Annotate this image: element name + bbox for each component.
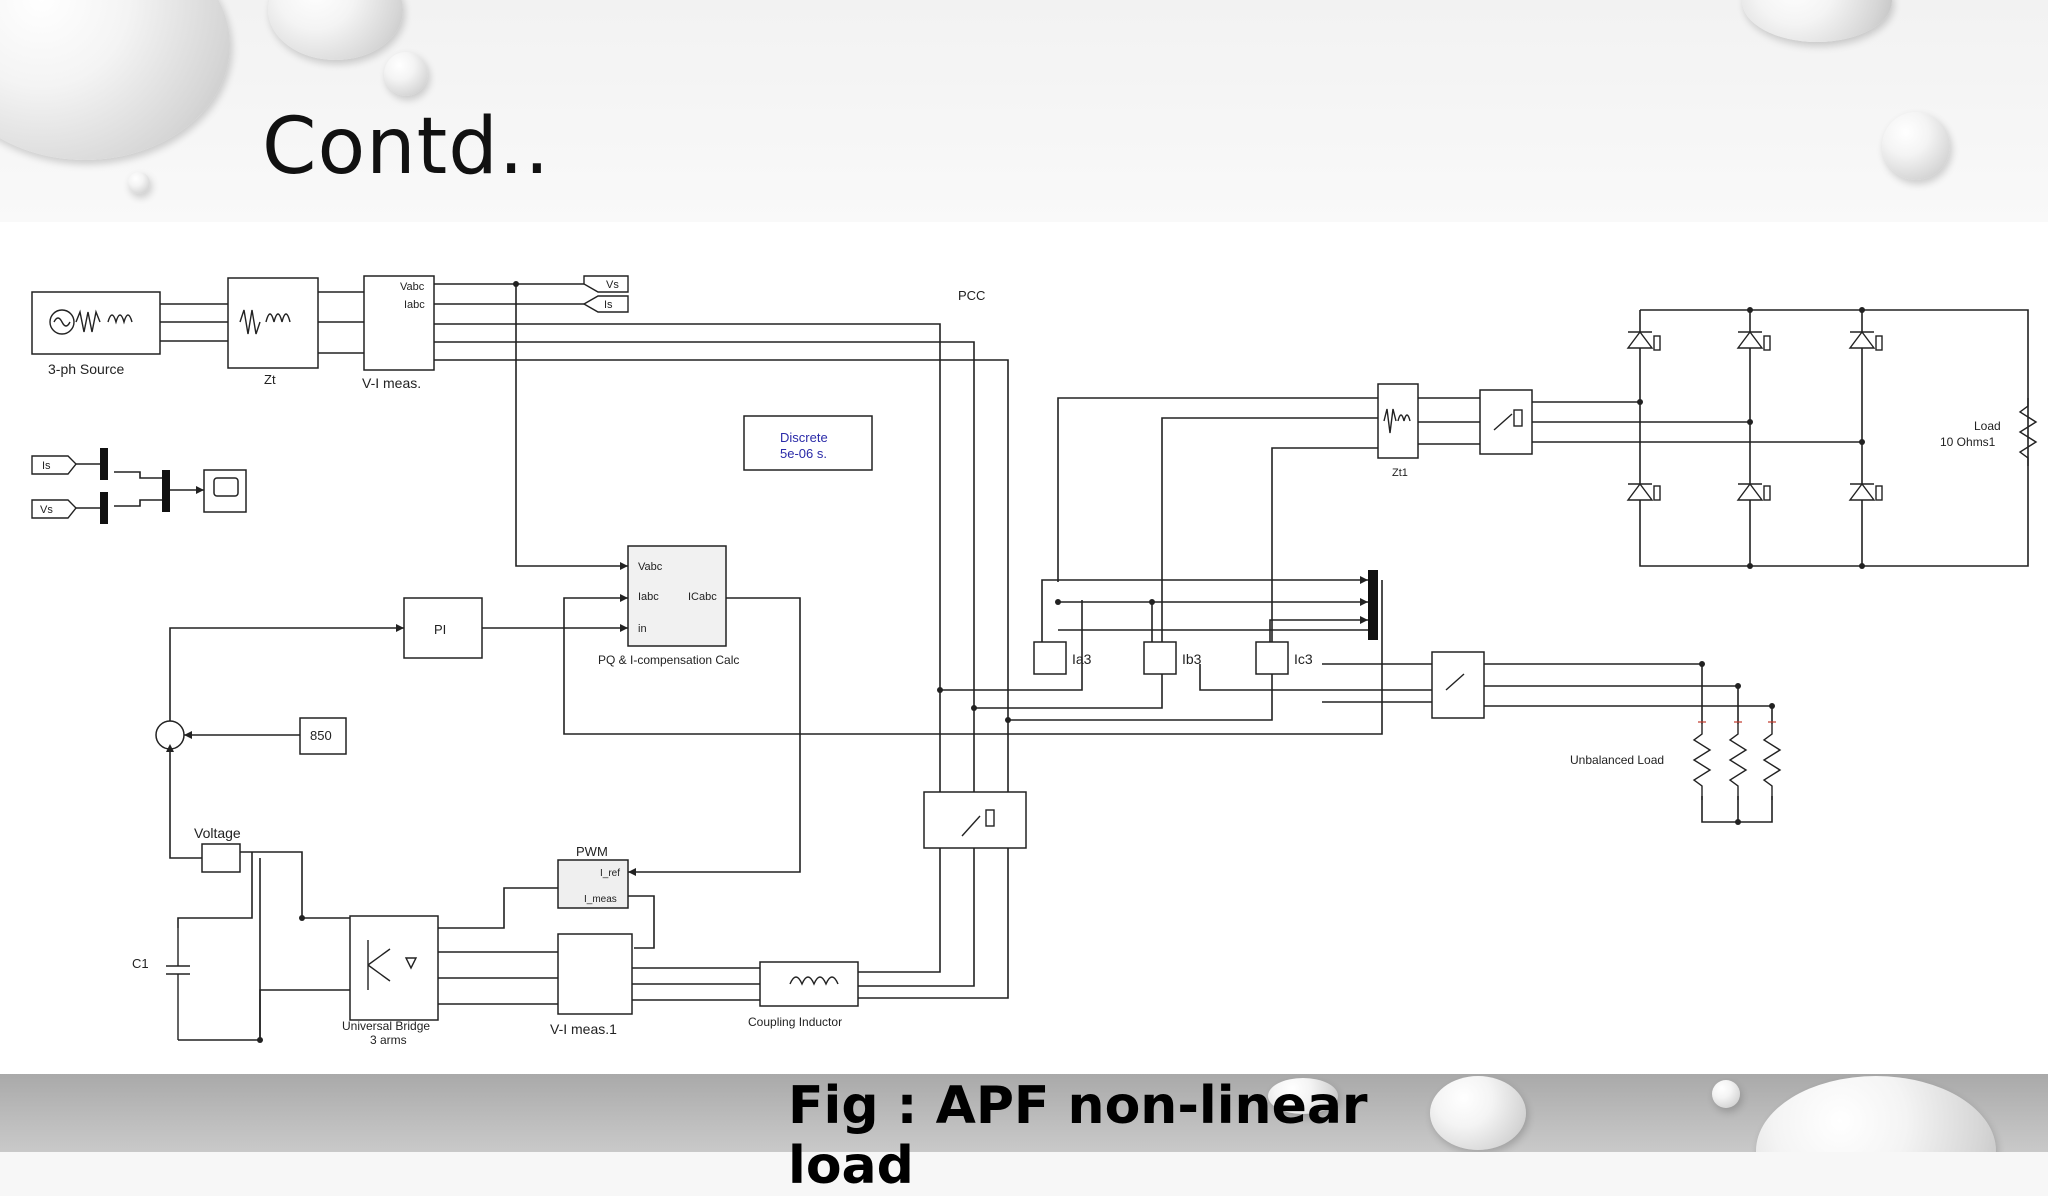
label-load-1: Load xyxy=(1974,419,2001,433)
label-ia3: Ia3 xyxy=(1072,651,1092,667)
circuit-schematic: 3-ph Source Zt V-I meas. Vabc Iabc Vs Is… xyxy=(31,275,2038,1047)
decorative-water-drop xyxy=(384,52,428,96)
label-i-meas: I_meas xyxy=(584,894,617,905)
label-i-ref: I_ref xyxy=(600,868,620,879)
zt-impedance-block[interactable] xyxy=(227,277,319,369)
label-vabc: Vabc xyxy=(400,281,425,293)
label-ib3: Ib3 xyxy=(1182,651,1202,667)
decorative-water-drop xyxy=(128,172,150,194)
label-vi-meas: V-I meas. xyxy=(362,375,421,391)
label-pq-calc: PQ & I-compensation Calc xyxy=(598,653,739,667)
label-voltage: Voltage xyxy=(194,825,241,841)
label-pq-vabc: Vabc xyxy=(638,561,663,573)
slide-footer-band xyxy=(0,1074,2048,1152)
mux-vs xyxy=(100,492,108,524)
ia3-current-sensor[interactable] xyxy=(1033,641,1067,675)
ib3-current-sensor[interactable] xyxy=(1143,641,1177,675)
three-phase-source-block[interactable] xyxy=(31,291,161,355)
is-from-tag[interactable] xyxy=(31,455,77,475)
label-zt: Zt xyxy=(264,372,276,387)
label-zt1: Zt1 xyxy=(1392,467,1408,479)
label-ic3: Ic3 xyxy=(1294,651,1313,667)
label-unbalanced-load: Unbalanced Load xyxy=(1570,753,1664,767)
mux-currents xyxy=(1368,570,1378,640)
simulink-diagram: 3-ph Source Zt V-I meas. Vabc Iabc Vs Is… xyxy=(0,222,2048,1074)
vs-goto-tag[interactable] xyxy=(583,275,629,293)
label-load-2: 10 Ohms1 xyxy=(1940,435,1996,449)
mux-scope xyxy=(162,470,170,512)
label-c1: C1 xyxy=(132,956,149,971)
label-pcc: PCC xyxy=(958,288,985,303)
mux-is xyxy=(100,448,108,480)
decorative-water-drop xyxy=(1756,1076,1996,1152)
label-vs-from: Vs xyxy=(40,504,53,516)
decorative-water-drop xyxy=(1882,112,1950,180)
vi-meas1-block[interactable] xyxy=(557,933,633,1015)
slide-title: Contd.. xyxy=(262,102,551,192)
breaker-unbalanced-block[interactable] xyxy=(1431,651,1485,719)
label-pq-in: in xyxy=(638,623,647,635)
label-coupling-inductor: Coupling Inductor xyxy=(748,1015,842,1029)
figure-caption: Fig : APF non-linear xyxy=(788,1076,1368,1136)
discrete-solver-block[interactable] xyxy=(743,415,873,471)
is-goto-tag[interactable] xyxy=(582,295,629,313)
pwm-block[interactable] xyxy=(557,859,629,909)
label-iabc: Iabc xyxy=(404,299,425,311)
label-vs-tag: Vs xyxy=(606,279,619,291)
label-pi: PI xyxy=(434,622,446,637)
ic3-current-sensor[interactable] xyxy=(1255,641,1289,675)
decorative-water-drop xyxy=(1268,1078,1338,1114)
label-pq-iabc: Iabc xyxy=(638,591,659,603)
label-source: 3-ph Source xyxy=(48,361,124,377)
label-bridge-1: Universal Bridge xyxy=(342,1019,430,1033)
constant-850-block[interactable] xyxy=(299,717,347,755)
pcc-breaker-block[interactable] xyxy=(923,791,1027,849)
coupling-inductor-block[interactable] xyxy=(759,961,859,1007)
label-discrete: Discrete xyxy=(780,430,828,445)
label-vi-meas1: V-I meas.1 xyxy=(550,1021,617,1037)
universal-bridge-block[interactable] xyxy=(349,915,439,1021)
label-is-from: Is xyxy=(42,460,51,472)
pi-controller-block[interactable] xyxy=(403,597,483,659)
label-bridge-2: 3 arms xyxy=(370,1033,407,1047)
label-sample-time: 5e-06 s. xyxy=(780,446,827,461)
figure-caption-line-2: load xyxy=(788,1136,914,1196)
voltage-meas-block[interactable] xyxy=(201,843,241,873)
load-breaker-block[interactable] xyxy=(1479,389,1533,455)
label-is-tag: Is xyxy=(604,299,613,311)
vi-meas-block[interactable] xyxy=(363,275,435,371)
vs-from-tag[interactable] xyxy=(31,499,77,519)
label-constant: 850 xyxy=(310,728,332,743)
pq-calc-block[interactable] xyxy=(627,545,727,647)
decorative-water-drop xyxy=(1430,1076,1526,1150)
label-pwm: PWM xyxy=(576,844,608,859)
label-pq-icabc: ICabc xyxy=(688,591,717,603)
decorative-water-drop xyxy=(1712,1080,1740,1108)
